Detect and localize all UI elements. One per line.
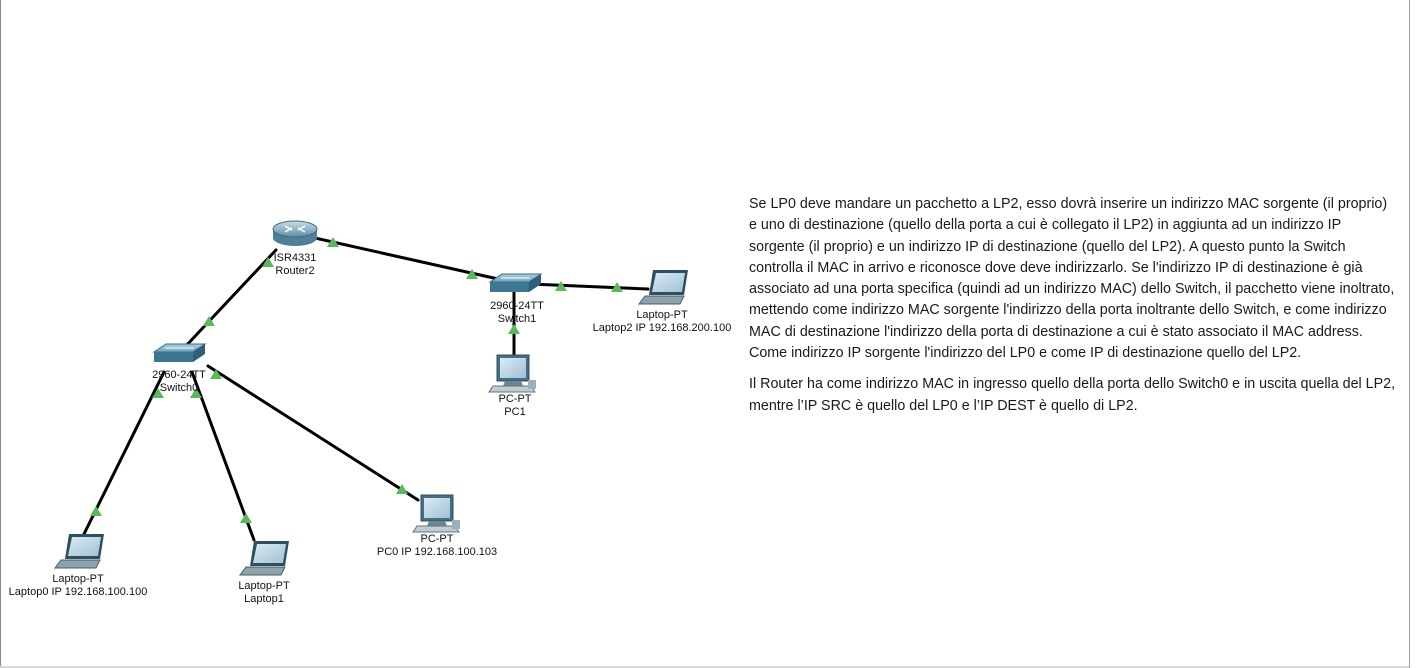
pc0-type: PC-PT <box>420 533 454 545</box>
canvas-bottom-border <box>0 666 1409 668</box>
link-status-up-icon <box>240 513 252 523</box>
link-status-up-icon <box>508 324 520 334</box>
router2-model: ISR4331 <box>273 252 317 264</box>
link-status-up-icon <box>190 388 202 398</box>
note-paragraph-2: Il Router ha come indirizzo MAC in ingre… <box>749 376 1396 414</box>
link-status-indicators <box>90 237 623 523</box>
pc0-name: PC0 IP 192.168.100.103 <box>376 546 498 558</box>
laptop2-type: Laptop-PT <box>636 309 688 321</box>
link-status-up-icon <box>555 281 567 291</box>
pc-icon[interactable] <box>488 354 536 393</box>
laptop2-name: Laptop2 IP 192.168.200.100 <box>592 322 732 334</box>
link-status-up-icon <box>327 237 339 247</box>
link-status-up-icon <box>396 484 408 494</box>
switch-icon[interactable] <box>488 273 543 292</box>
laptop1-type: Laptop-PT <box>238 580 290 592</box>
router2-name: Router2 <box>275 265 315 277</box>
pc1-name: PC1 <box>504 406 526 418</box>
switch0-label: 2960-24TT Switch0 <box>152 369 206 395</box>
laptop-icon[interactable] <box>239 541 289 576</box>
laptop2-label: Laptop-PT Laptop2 IP 192.168.200.100 <box>593 309 732 335</box>
canvas-right-border <box>1409 0 1410 668</box>
pc0-label: PC-PT PC0 IP 192.168.100.103 <box>377 533 497 559</box>
link-status-up-icon <box>262 257 274 267</box>
switch1-model: 2960-24TT <box>490 300 544 312</box>
laptop-icon[interactable] <box>54 534 104 569</box>
link-status-up-icon <box>611 282 623 292</box>
laptop0-name: Laptop0 IP 192.168.100.100 <box>8 586 148 598</box>
router-icon[interactable] <box>272 220 318 246</box>
laptop-icon[interactable] <box>638 270 688 305</box>
explanation-note[interactable]: Se LP0 deve mandare un pacchetto a LP2, … <box>749 194 1399 427</box>
note-paragraph-1: Se LP0 deve mandare un pacchetto a LP2, … <box>749 196 1395 362</box>
link-router2-switch1[interactable] <box>304 234 500 281</box>
link-status-up-icon <box>152 388 164 398</box>
laptop0-label: Laptop-PT Laptop0 IP 192.168.100.100 <box>9 573 148 599</box>
link-status-up-icon <box>210 369 222 379</box>
switch-icon[interactable] <box>152 343 207 362</box>
laptop0-type: Laptop-PT <box>52 573 104 585</box>
link-switch0-laptop0[interactable] <box>82 370 166 536</box>
pc1-label: PC-PT PC1 <box>499 393 532 419</box>
canvas-left-border <box>0 0 1 668</box>
laptop1-label: Laptop-PT Laptop1 <box>238 580 289 606</box>
link-switch1-laptop2[interactable] <box>528 282 650 291</box>
link-status-up-icon <box>90 506 102 516</box>
switch0-model: 2960-24TT <box>152 369 206 381</box>
pc-icon[interactable] <box>412 494 460 533</box>
link-status-up-icon <box>203 316 215 326</box>
laptop1-name: Laptop1 <box>244 593 284 605</box>
switch1-label: 2960-24TT Switch1 <box>490 300 544 326</box>
link-switch0-laptop1[interactable] <box>190 370 256 542</box>
switch1-name: Switch1 <box>497 313 537 325</box>
link-router2-switch0[interactable] <box>182 248 278 350</box>
pc1-type: PC-PT <box>498 393 532 405</box>
link-status-up-icon <box>466 269 478 279</box>
router2-label: ISR4331 Router2 <box>274 252 317 278</box>
switch0-name: Switch0 <box>159 382 199 394</box>
link-switch0-pc0[interactable] <box>206 364 420 502</box>
